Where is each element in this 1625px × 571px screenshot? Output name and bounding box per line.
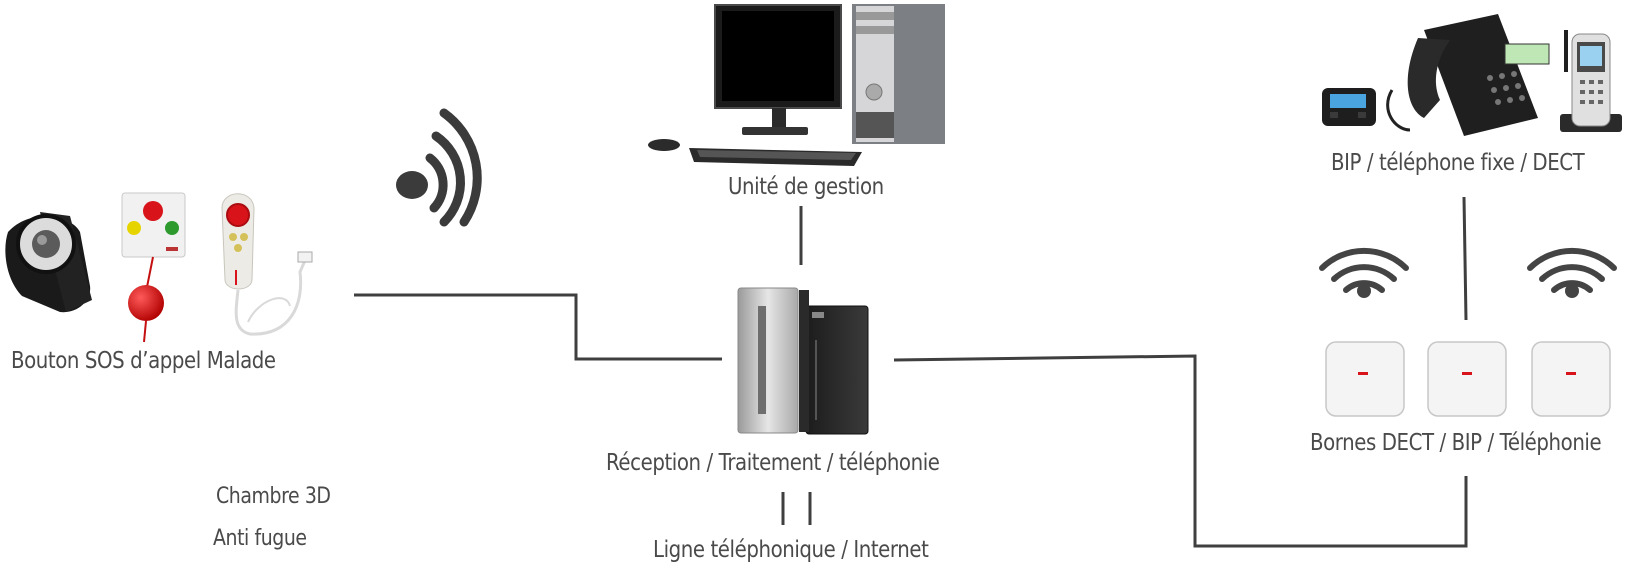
wireless-broadcast-icon (396, 108, 482, 227)
label-anti-fugue: Anti fugue (213, 526, 307, 551)
line-phones-to-bases (1462, 196, 1468, 321)
label-phones: BIP / téléphone fixe / DECT (1331, 150, 1585, 176)
dect-handset-icon (1560, 33, 1622, 132)
label-dect-bases: Bornes DECT / BIP / Téléphonie (1310, 430, 1602, 456)
dect-base-station-icon-1 (1325, 341, 1405, 417)
label-phone-line: Ligne téléphonique / Internet (653, 537, 929, 563)
connection-lines (354, 196, 1468, 548)
desk-phone-icon (1386, 14, 1568, 136)
label-room-3d: Chambre 3D (216, 484, 331, 509)
server-tower-icon (737, 287, 869, 435)
label-sos-buttons: Bouton SOS d’appel Malade (11, 348, 276, 374)
label-processing-unit: Réception / Traitement / téléphonie (606, 450, 940, 476)
pager-icon (1322, 88, 1376, 126)
desktop-computer-icon (648, 4, 945, 166)
sos-wristband-icon (5, 212, 92, 313)
dect-base-station-icon-3 (1531, 341, 1611, 417)
dect-base-station-icon-2 (1427, 341, 1507, 417)
label-management-unit: Unité de gestion (728, 174, 884, 200)
wifi-icon-left (1319, 247, 1409, 298)
line-sos-to-server (354, 293, 722, 361)
pear-call-button-icon (221, 193, 313, 336)
line-server-to-dect (893, 354, 1468, 548)
wifi-icon-right (1527, 247, 1617, 298)
wall-call-unit-icon (121, 192, 186, 343)
